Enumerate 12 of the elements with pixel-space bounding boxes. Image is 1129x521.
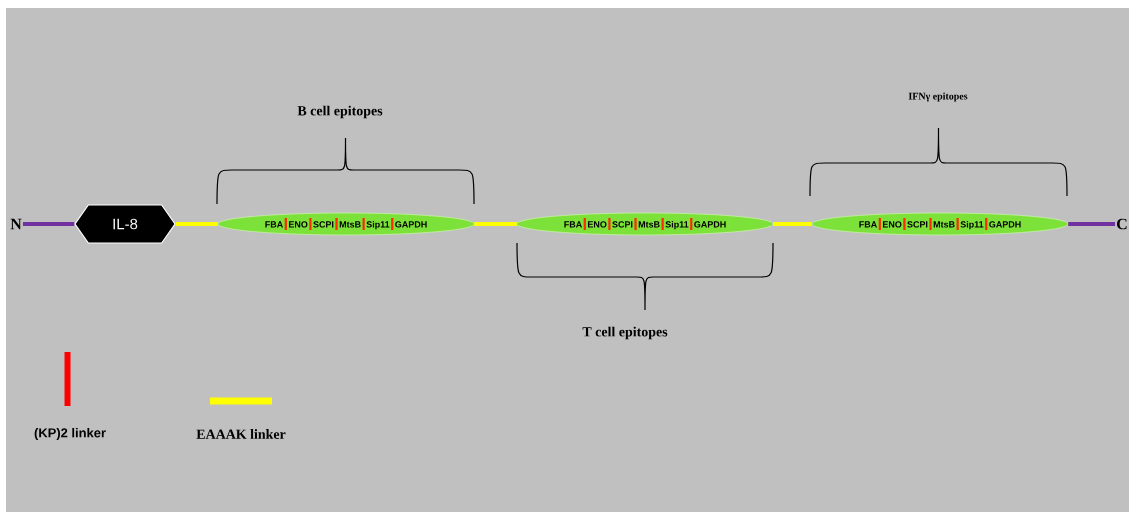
terminus-label: C <box>1117 218 1127 230</box>
legend-label: (KP)2 linker <box>34 427 106 441</box>
brace-label: B cell epitopes <box>297 105 383 119</box>
linker-line <box>474 222 517 226</box>
linker-line <box>175 222 218 226</box>
brace-label: T cell epitopes <box>582 326 668 340</box>
terminus-label: N <box>10 218 22 230</box>
linker-line <box>22 222 75 226</box>
linker-line <box>1068 222 1116 226</box>
brace-label: IFNγ epitopes <box>908 92 968 102</box>
linker-line <box>773 222 812 226</box>
legend-label: EAAAK linker <box>196 429 286 439</box>
